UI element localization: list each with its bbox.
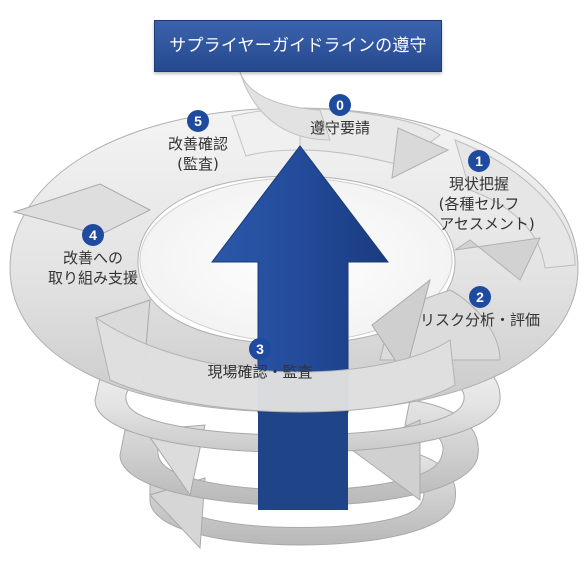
step-5-label-line2: (監査) [177,155,219,173]
step-0-label: 遵守要請 [309,119,370,137]
step-3-label: 現場確認・監査 [207,363,313,381]
entry-flow [239,71,331,141]
badge-2: 2 [469,286,491,308]
step-0: 0 遵守要請 [296,94,384,138]
step-4-label-line2: 取り組み支援 [47,269,138,287]
central-up-arrow [210,145,390,510]
title-box: サプライヤーガイドラインの遵守 [154,20,442,72]
step-1: 1 現状把握 (各種セルフ アセスメント) [414,150,544,234]
step-5: 5 改善確認 (監査) [148,110,248,174]
step-1-label-line3: アセスメント) [439,215,535,233]
arrowhead-0-to-1 [391,127,450,179]
step-2: 2 リスク分析・評価 [400,286,560,330]
arrowhead-2-to-3 [371,278,431,377]
step-4: 4 改善への 取り組み支援 [28,224,158,288]
ring-front-band [95,316,456,413]
step-1-label-line1: 現状把握 [448,175,509,193]
step-1-label-line2: (各種セルフ [438,195,520,213]
step-4-label-line1: 改善への [62,249,123,267]
arrowhead-1-to-2 [454,237,541,281]
step-2-label: リスク分析・評価 [419,311,540,329]
arrowhead-4-to-5 [12,183,152,236]
step-5-label-line1: 改善確認 [167,135,228,153]
badge-1: 1 [468,150,490,172]
badge-5: 5 [187,110,209,132]
badge-0: 0 [329,94,351,116]
badge-3: 3 [249,338,271,360]
step-3: 3 現場確認・監査 [190,338,330,382]
badge-4: 4 [82,224,104,246]
